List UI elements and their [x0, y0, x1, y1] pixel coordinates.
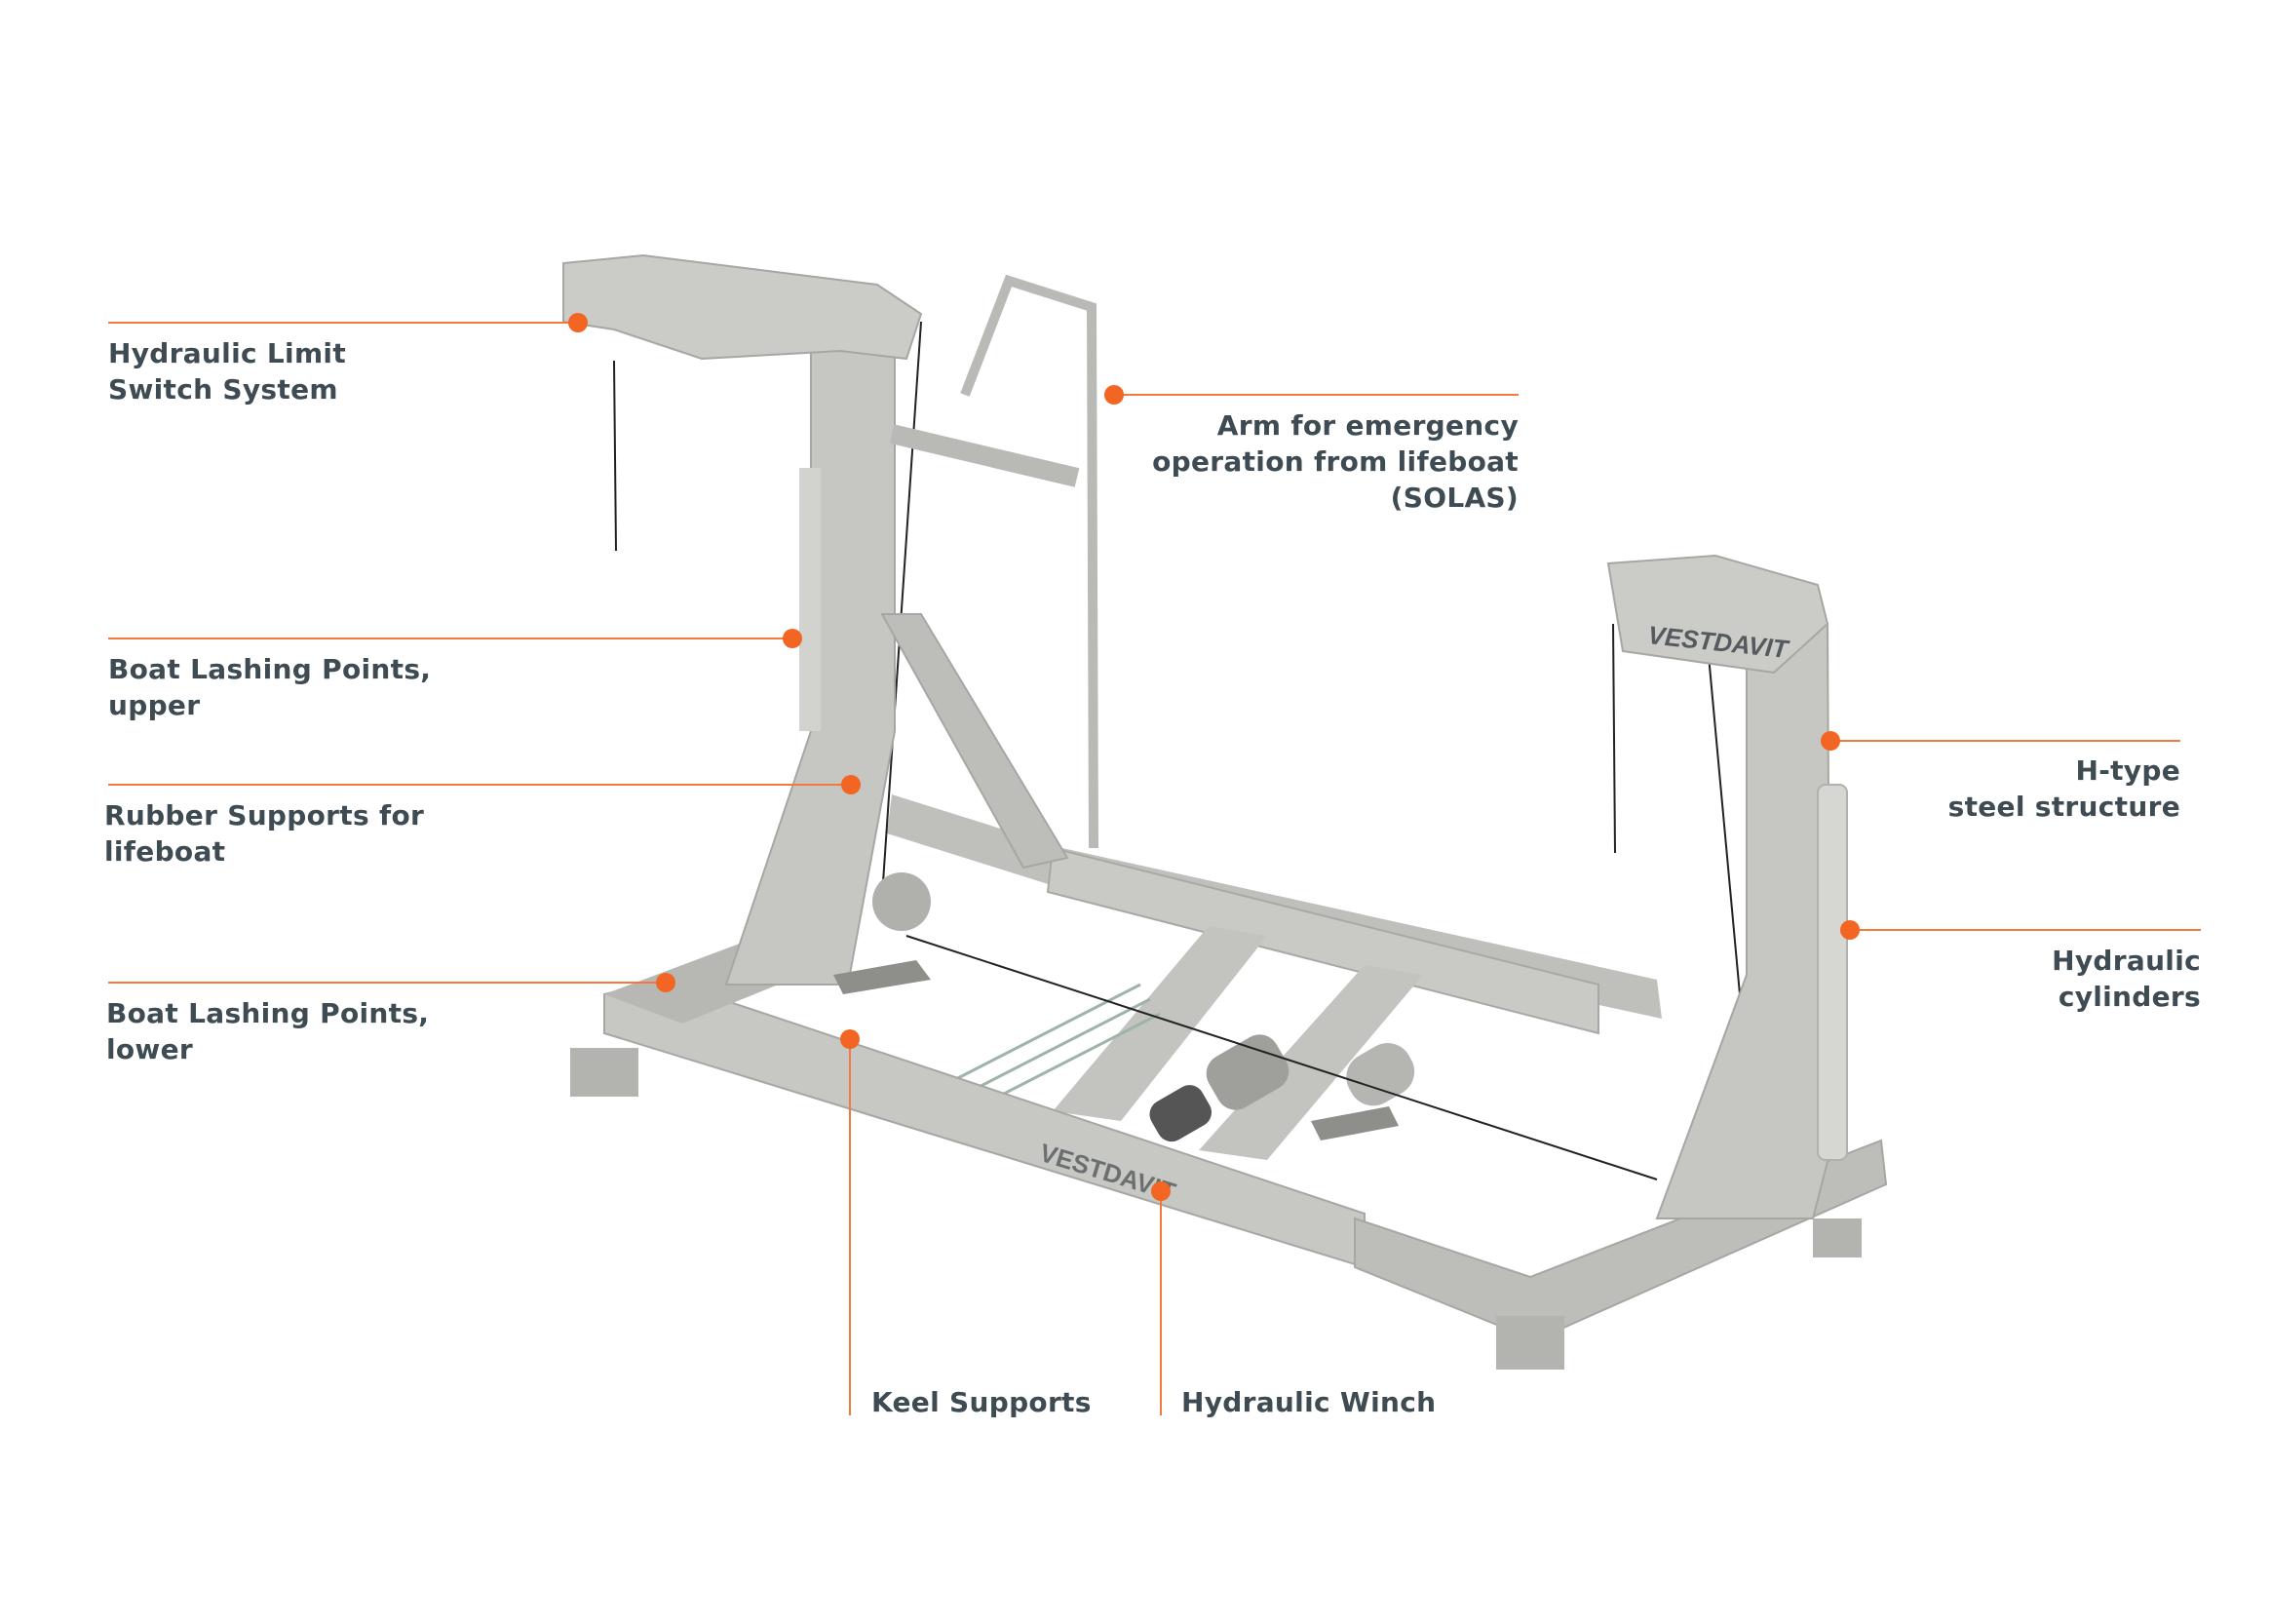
label-emergency-arm: Arm for emergency operation from lifeboa…	[1152, 407, 1519, 516]
label-line: operation from lifeboat	[1152, 445, 1519, 478]
right-hydraulic-cylinder	[1817, 784, 1848, 1161]
label-line: H-type	[2075, 754, 2180, 787]
callout-dot	[1104, 385, 1124, 405]
keel-support-pads	[833, 960, 1399, 1141]
left-brace	[880, 613, 1069, 870]
left-column-tube	[799, 468, 821, 731]
cross-beam	[1199, 965, 1423, 1160]
label-hydraulic-cylinders: Hydraulic cylinders	[2052, 943, 2201, 1015]
callout-dot	[1840, 920, 1860, 940]
label-line: Hydraulic Limit	[108, 337, 347, 369]
leader-line	[108, 322, 578, 324]
callout-dot	[841, 775, 861, 794]
callout-dot	[1821, 731, 1840, 751]
label-keel-supports: Keel Supports	[871, 1384, 1092, 1420]
leader-line	[108, 638, 792, 639]
left-head-beam	[562, 253, 923, 361]
callout-dot	[1151, 1181, 1171, 1201]
label-line: Keel Supports	[871, 1386, 1092, 1418]
label-line: lifeboat	[104, 835, 226, 868]
label-line: Boat Lashing Points,	[106, 997, 430, 1029]
wire-rope	[613, 321, 1741, 1180]
label-boat-lashing-upper: Boat Lashing Points, upper	[108, 651, 431, 723]
leader-line	[849, 1039, 851, 1415]
callout-dot	[783, 629, 802, 648]
label-line: Hydraulic	[2052, 945, 2201, 977]
pulley	[872, 872, 931, 931]
label-h-type-structure: H-type steel structure	[1948, 753, 2180, 825]
label-line: Arm for emergency	[1216, 409, 1519, 442]
label-line: upper	[108, 689, 201, 721]
middle-long-beam	[1046, 846, 1599, 1035]
leader-line	[1850, 929, 2201, 931]
label-hydraulic-limit-switch: Hydraulic Limit Switch System	[108, 335, 346, 407]
label-line: Hydraulic Winch	[1181, 1386, 1437, 1418]
label-line: cylinders	[2058, 981, 2201, 1013]
label-line: Rubber Supports for	[104, 799, 425, 831]
label-hydraulic-winch: Hydraulic Winch	[1181, 1384, 1436, 1420]
callout-dot	[656, 973, 675, 992]
leader-line	[1114, 394, 1519, 396]
right-column	[1655, 623, 1832, 1219]
leader-line	[1830, 740, 2180, 742]
label-line: lower	[106, 1033, 193, 1065]
leader-line	[108, 982, 666, 984]
right-head-beam	[1606, 554, 1829, 675]
label-rubber-supports: Rubber Supports for lifeboat	[104, 797, 424, 870]
label-line: steel structure	[1947, 791, 2180, 823]
label-line: Switch System	[108, 373, 338, 406]
label-line: (SOLAS)	[1390, 482, 1519, 514]
label-line: Boat Lashing Points,	[108, 653, 432, 685]
leader-line	[1160, 1191, 1162, 1415]
leader-line	[108, 784, 851, 786]
cross-beam	[1053, 926, 1267, 1121]
label-boat-lashing-lower: Boat Lashing Points, lower	[106, 995, 429, 1067]
base-feet	[570, 1048, 1862, 1370]
callout-dot	[568, 313, 588, 332]
emergency-arm-frame	[889, 274, 1098, 849]
callout-dot	[840, 1029, 860, 1049]
